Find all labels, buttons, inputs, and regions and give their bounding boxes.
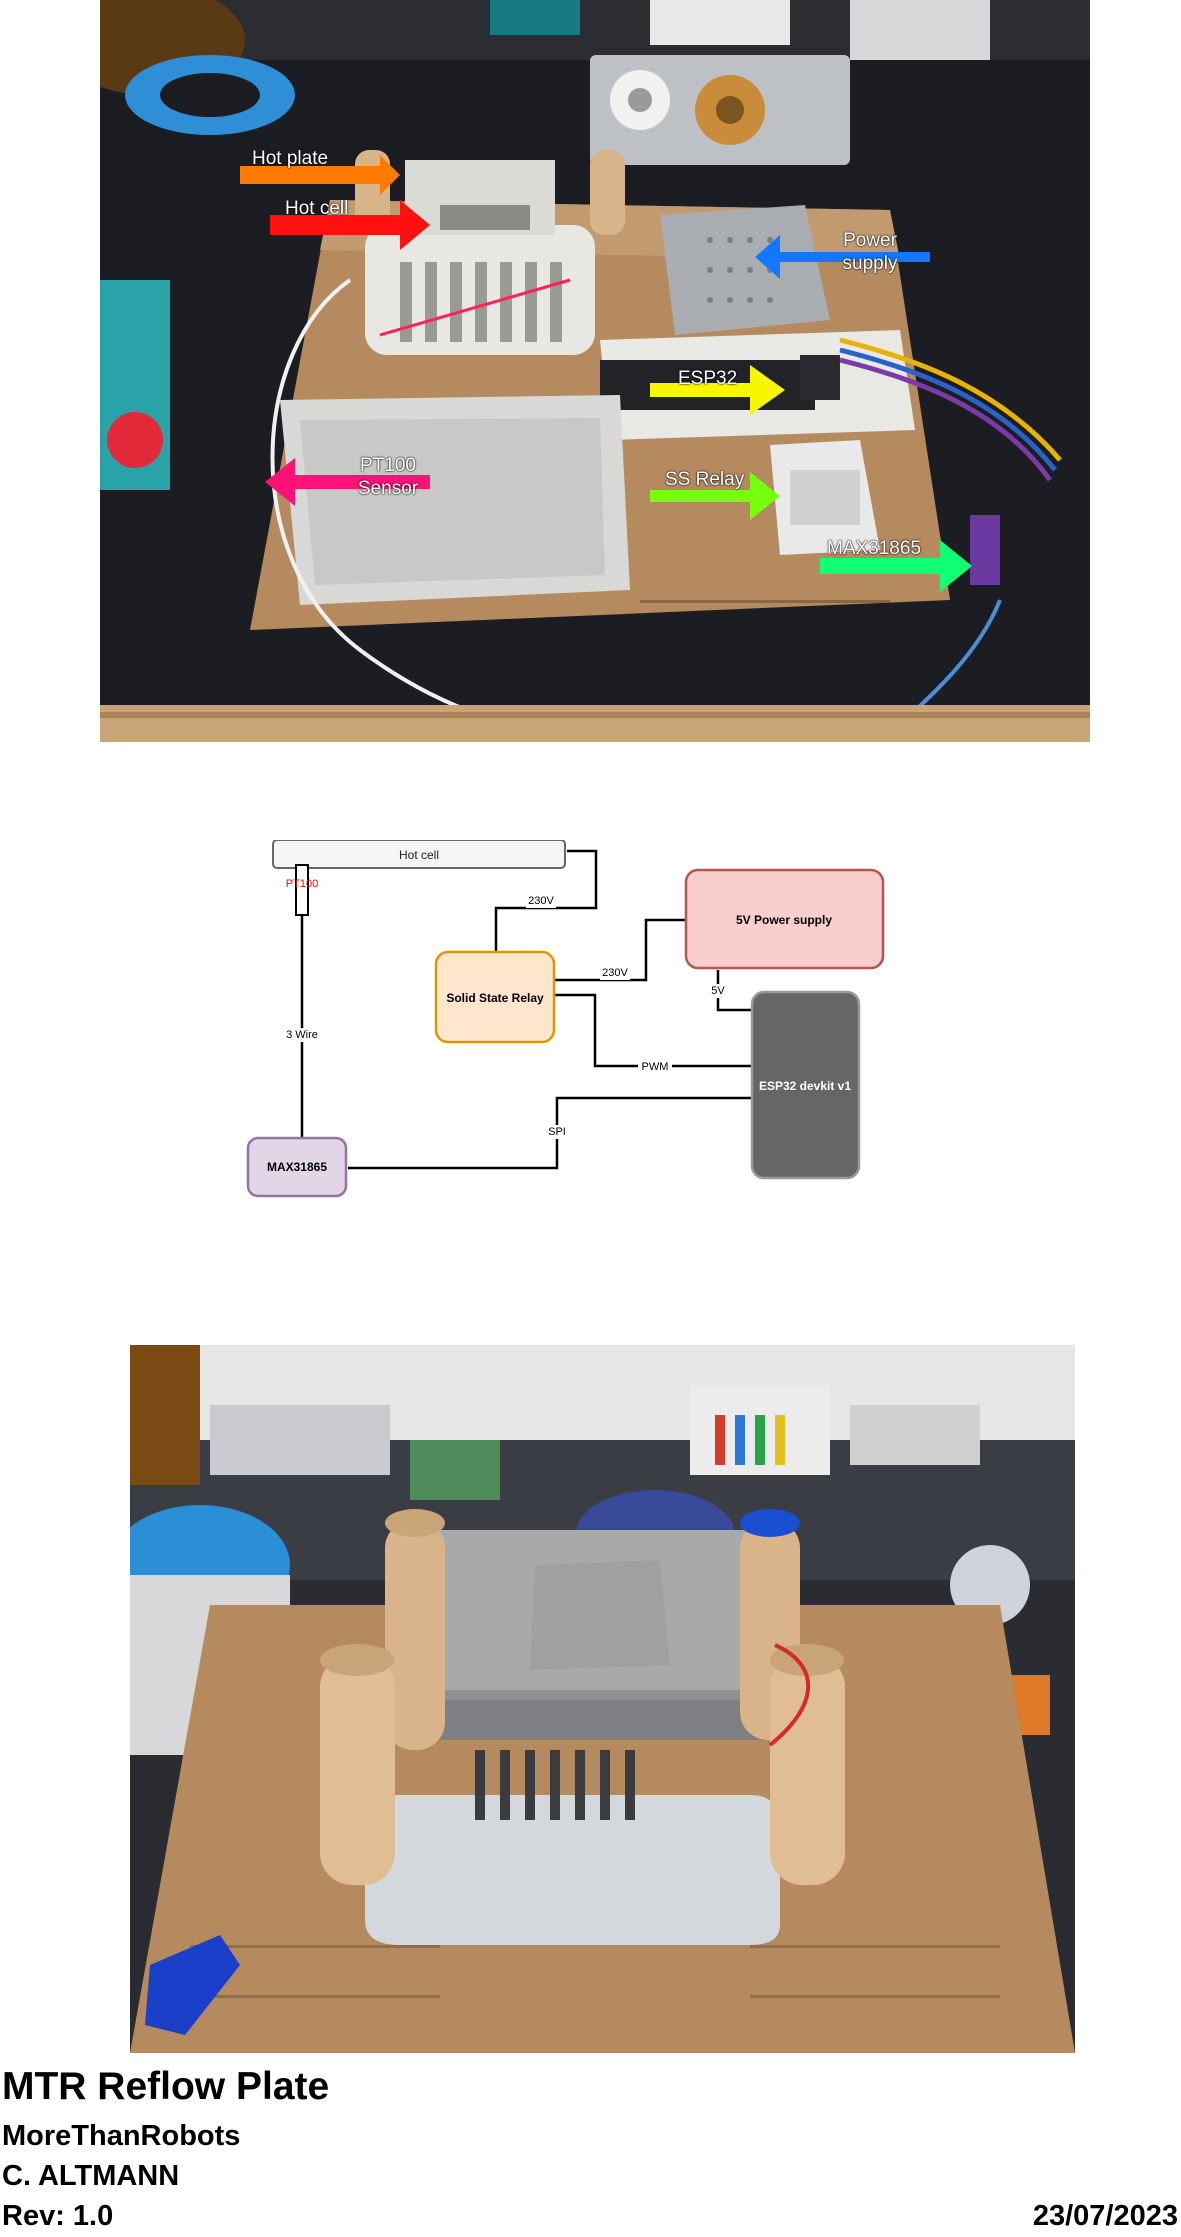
assembled-plate-photo	[130, 1345, 1075, 2053]
wiring-schematic: Hot cell PT100 Solid State Relay 5V Powe…	[240, 839, 900, 1220]
esp32-callout: ESP32	[678, 368, 738, 389]
wire-label-spi: SPI	[548, 1126, 566, 1138]
ss-relay-callout: SS Relay	[665, 469, 745, 490]
hot-plate-callout: Hot plate	[252, 148, 329, 169]
pt100-callout: PT100 Sensor	[357, 455, 419, 499]
power-supply-arrow	[755, 235, 930, 279]
power-supply-block	[684, 868, 885, 970]
wire-label-psu-esp: 5V	[711, 985, 725, 997]
max31865-arrow	[820, 540, 972, 592]
revision-label: Rev: 1.0	[2, 2200, 114, 2232]
power-supply-label: 5V Power supply	[736, 913, 832, 927]
wiring-photo: Hot plate Hot cell Power supply ESP32 PT…	[100, 0, 1090, 742]
wire-label-relay-hotcell: 230V	[528, 895, 554, 907]
max31865-callout: MAX31865	[827, 538, 922, 559]
esp32-arrow	[650, 365, 785, 415]
solid-state-relay-block	[434, 950, 556, 1044]
wire-label-pwm: PWM	[642, 1061, 669, 1073]
max31865-label: MAX31865	[267, 1160, 327, 1174]
pt100-arrow	[265, 458, 430, 506]
power-supply-callout: Power supply	[842, 230, 898, 274]
document-date: 23/07/2023	[1032, 2200, 1178, 2232]
esp32-block	[750, 990, 861, 1180]
pt100-probe	[295, 864, 309, 916]
esp32-label: ESP32 devkit v1	[759, 1079, 851, 1093]
hot-cell-arrow	[270, 200, 430, 250]
pt100-label: PT100	[286, 878, 318, 890]
hot-cell-block	[272, 839, 566, 869]
wire-label-3-wire: 3 Wire	[286, 1029, 318, 1041]
hot-cell-label: Hot cell	[399, 848, 439, 862]
ss-relay-arrow	[650, 472, 780, 520]
wire-label-relay-psu: 230V	[602, 967, 628, 979]
solid-state-relay-label: Solid State Relay	[446, 991, 544, 1005]
author-name: C. ALTMANN	[2, 2160, 180, 2192]
schematic-canvas: Hot cell PT100 Solid State Relay 5V Powe…	[246, 839, 885, 1198]
document-title: MTR Reflow Plate	[2, 2065, 330, 2108]
hot-plate-arrow	[240, 155, 400, 195]
hot-cell-callout: Hot cell	[285, 198, 349, 219]
company-name: MoreThanRobots	[2, 2120, 241, 2152]
assembled-plate-illustration	[130, 1345, 1075, 2053]
wiring-photo-illustration	[100, 0, 1090, 742]
max31865-block	[246, 1136, 348, 1198]
